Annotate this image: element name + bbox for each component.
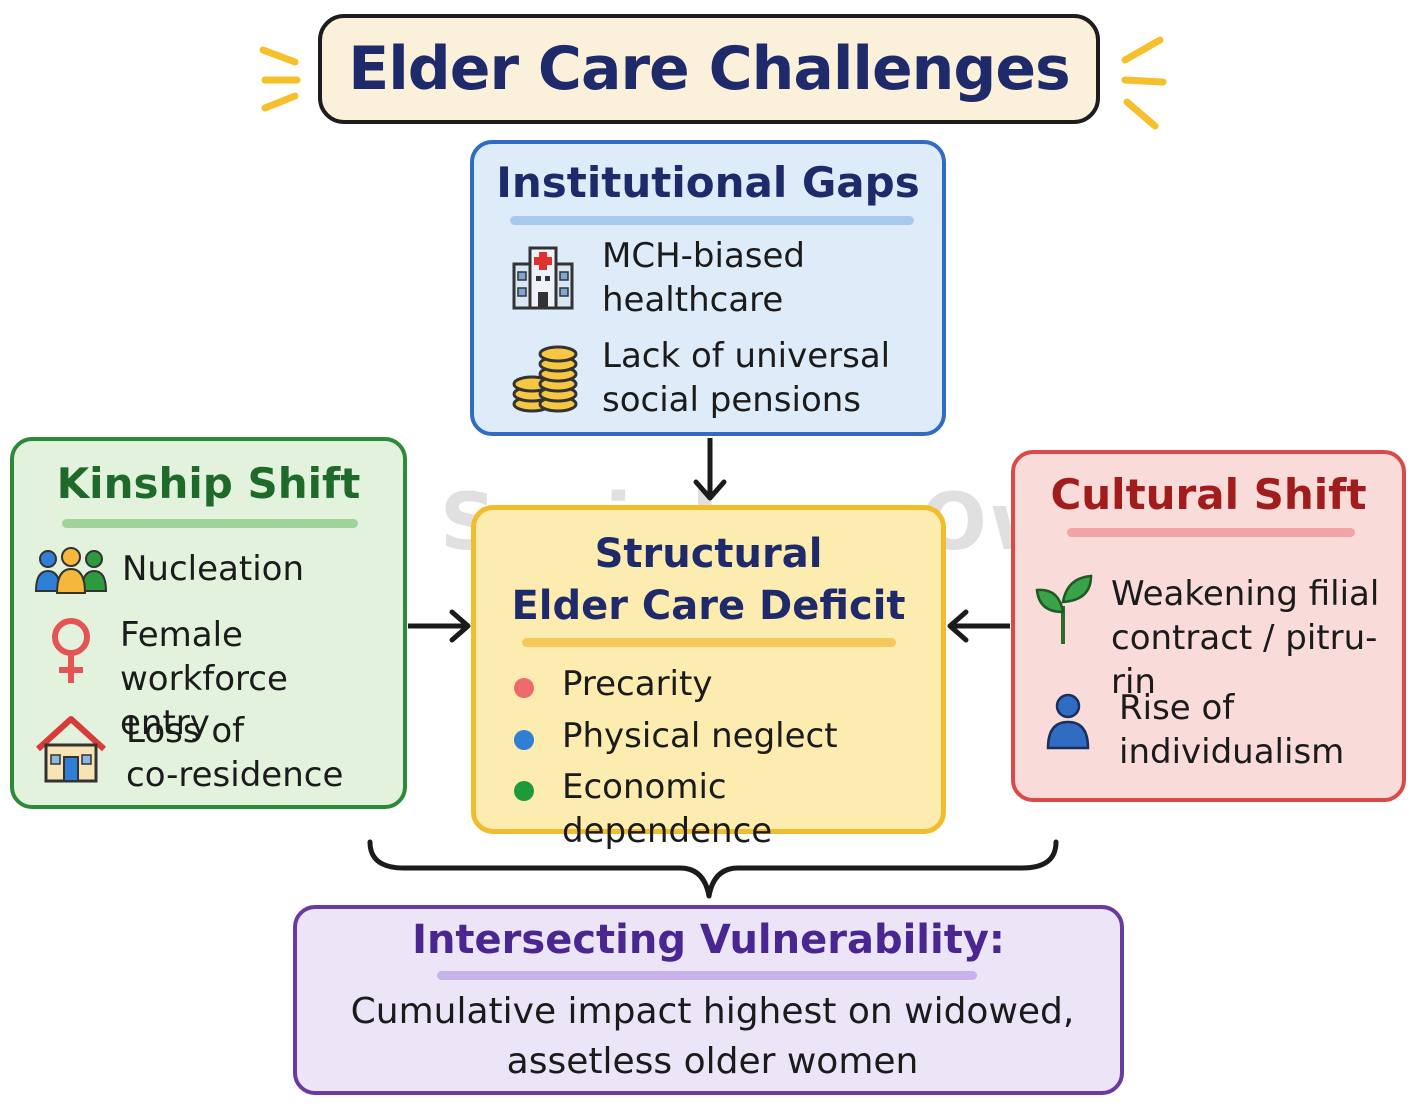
person-icon [1046, 693, 1090, 750]
item-physical-neglect: Physical neglect [562, 716, 838, 756]
intersecting-vulnerability-text: Cumulative impact highest on widowed, as… [350, 991, 1075, 1082]
institutional-gaps-heading: Institutional Gaps [496, 158, 920, 207]
kinship-shift-box: Kinship Shift Nucleation Female workforc… [10, 437, 407, 809]
spark-right-icon [1121, 36, 1167, 130]
item-loss-co-residence: Loss of co-residence [126, 711, 344, 795]
item-nucleation: Nucleation [122, 549, 305, 589]
structural-deficit-heading: Structural Elder Care Deficit [511, 531, 906, 629]
item-female-workforce: Female workforce entry [120, 615, 288, 743]
cultural-shift-heading: Cultural Shift [1050, 470, 1367, 519]
heading-underline [510, 216, 914, 225]
intersecting-vulnerability-heading: Intersecting Vulnerability: [412, 917, 1005, 963]
item-precarity: Precarity [562, 664, 713, 704]
house-icon [35, 716, 107, 783]
heading-underline [62, 519, 358, 528]
structural-deficit-box: Structural Elder Care Deficit Precarity … [471, 505, 946, 851]
item-mch-biased: MCH-biased healthcare [602, 236, 805, 320]
hospital-icon [512, 246, 574, 310]
item-social-pensions: Lack of universal social pensions [602, 336, 891, 420]
people-group-icon [34, 547, 108, 594]
arrow-left-icon [947, 609, 1010, 643]
page-title: Elder Care Challenges [348, 34, 1070, 104]
arrow-right-icon [408, 609, 471, 643]
heading-underline [522, 638, 896, 647]
item-filial-contract: Weakening filial contract / pitru-rin [1111, 574, 1380, 702]
title-banner: Elder Care Challenges [318, 14, 1100, 124]
heading-underline [1067, 528, 1355, 537]
item-economic-dependence: Economic dependence [562, 767, 773, 851]
item-individualism: Rise of individualism [1119, 688, 1345, 772]
cultural-shift-box: Cultural Shift Weakening filial contract… [1011, 450, 1406, 802]
bullet-dot [514, 730, 534, 750]
intersecting-vulnerability-box: Intersecting Vulnerability: Cumulative i… [293, 905, 1124, 1095]
arrow-down-icon [693, 438, 727, 501]
coins-icon [512, 345, 578, 413]
bullet-dot [514, 781, 534, 801]
bullet-dot [514, 678, 534, 698]
institutional-gaps-box: Institutional Gaps MCH-biased healthcare [470, 140, 946, 436]
curly-brace-icon [367, 839, 1059, 899]
sprout-icon [1035, 574, 1093, 644]
heading-underline [437, 971, 977, 980]
kinship-shift-heading: Kinship Shift [56, 459, 361, 508]
female-symbol-icon [52, 618, 90, 683]
spark-left-icon [259, 46, 301, 112]
